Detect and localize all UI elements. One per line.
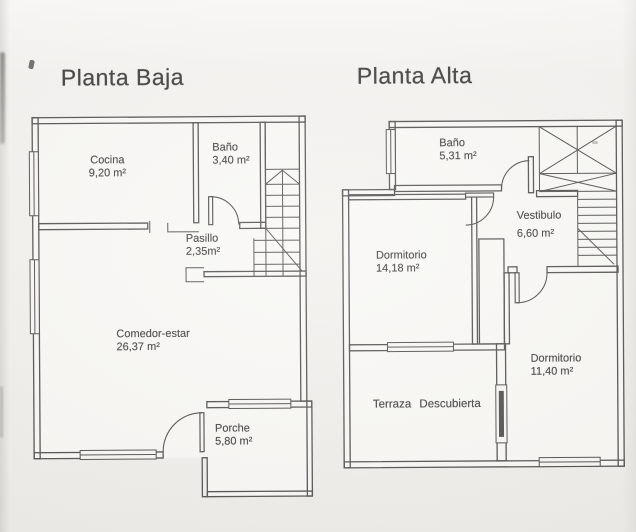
bathroom-door-alta [500,160,530,189]
planta-alta-outer-walls [341,119,625,469]
wall-segment [503,272,511,345]
room-label-pasillo: Pasillo 2,35m² [186,233,220,260]
bathroom-door-baja [207,196,240,226]
planta-baja-windows [28,151,292,460]
room-area: 6,60 m² [516,227,555,240]
door-swing-arc [500,160,530,189]
planta-alta-plan [341,119,625,469]
bedroom2-door [514,272,548,304]
staircase-planta-alta [538,125,617,267]
planta-alta-footprint [342,120,625,468]
room-name: Porche [214,422,250,435]
room-label-dormitorio-2: Dormitorio 11,40 m² [531,352,582,379]
door-leaf [514,272,520,304]
jamb-bracket [185,267,205,283]
room-name: Dormitorio [530,352,582,365]
terrace-door-panel [498,390,505,437]
planta-baja-title: Planta Baja [60,63,185,91]
room-area: 11,40 m² [530,365,574,378]
room-label-vestibulo: Vestibulo 6,60 m² [517,210,562,242]
planta-baja-partitions [38,121,307,278]
landing-cross [539,172,617,193]
wall-segment [38,222,149,231]
room-name: Terraza Descubierta [372,398,481,411]
door-swing-arc [162,412,202,452]
room-label-bano-alta: Baño 5,31 m² [439,137,476,164]
room-label-cocina: Cocina 9,20 m² [71,154,143,181]
scan-smudge [0,386,3,438]
room-label-porche: Porche 5,80 m² [215,422,252,449]
planta-baja-plan [28,115,314,498]
porche-entry-door [162,412,205,453]
room-label-dormitorio-1: Dormitorio 14,18 m² [376,249,427,276]
wall-segment [527,156,535,194]
staircase-planta-baja [253,122,303,277]
room-area: 5,31 m² [439,150,477,163]
room-label-bano-baja: Baño 3,40 m² [212,141,249,168]
door-swing-arc [210,196,240,225]
door-leaf [199,412,205,453]
door-jambs [149,221,205,283]
room-name: Baño [212,141,239,154]
door-leaf [464,192,495,198]
room-label-comedor: Comedor-estar 26,37 m² [116,328,190,355]
wall-segment [507,266,518,274]
room-name: Vestibulo [516,209,562,222]
wall-segment [546,265,619,274]
planta-alta-title: Planta Alta [356,62,473,89]
room-name: Baño [439,137,465,150]
room-area: 26,37 m² [116,341,160,354]
wall-segment [341,188,396,197]
room-name: Pasillo [185,232,219,245]
stair-break-diagonal [577,228,615,265]
room-area: 14,18 m² [375,262,420,275]
wall-segment [203,270,307,278]
scan-speck [592,141,598,144]
door-swing-arc [517,272,548,304]
stair-break-diagonal [265,227,303,272]
stair-edge [264,122,267,277]
room-label-terraza: Terraza Descubierta [373,398,481,412]
room-name: Cocina [90,154,125,167]
scan-smudge [0,52,5,144]
room-area: 3,40 m² [212,154,250,167]
bedroom1-door [464,192,495,226]
stair-mid-line [281,170,284,277]
wall-segment [192,122,200,224]
room-name: Dormitorio [375,249,427,262]
room-area: 2,35m² [185,245,221,258]
door-swing-arc [465,196,495,226]
room-area: 9,20 m² [88,167,127,180]
planta-alta-windows [385,129,601,468]
wall-segment [201,457,209,498]
jamb-step [167,222,199,233]
door-leaf [207,196,214,226]
room-name: Comedor-estar [116,327,190,341]
room-area: 5,80 m² [215,435,253,448]
